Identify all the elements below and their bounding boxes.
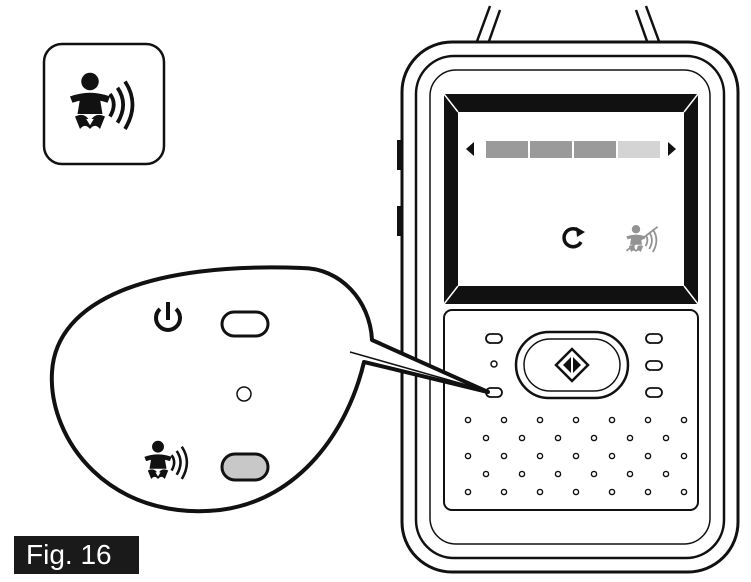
sensor-dot-enlarged [236,386,252,402]
callout-magnifier [49,265,490,514]
grille-hole [464,416,472,424]
grille-hole [554,470,562,478]
level-segment [486,141,528,158]
grille-hole [536,416,544,424]
grille-hole [536,488,544,496]
grille-hole [662,470,670,478]
side-button-upper [397,140,403,170]
power-led-small [485,333,503,344]
grille-hole [626,434,634,442]
navigation-button [514,330,630,400]
figure-label: Fig. 16 [14,536,139,574]
sound-activation-icon-tile [42,42,166,166]
grille-hole [662,434,670,442]
grille-hole [572,488,580,496]
grille-hole [626,470,634,478]
grille-hole [608,452,616,460]
sound-led-enlarged [220,452,270,482]
grille-hole [644,452,652,460]
grille-hole [482,434,490,442]
arrow-right-icon [668,142,676,156]
grille-hole [482,470,490,478]
power-icon [154,302,182,332]
grille-hole [608,416,616,424]
control-panel [443,309,699,511]
grille-hole [554,434,562,442]
level-segment [530,141,572,158]
level-segment [574,141,616,158]
grille-hole [680,488,688,496]
grille-hole [500,416,508,424]
speaker-grille [464,416,688,496]
grille-hole [536,452,544,460]
grille-hole [500,488,508,496]
grille-hole [518,470,526,478]
diamond-nav-icon [554,347,590,383]
strap [474,5,662,45]
grille-hole [572,416,580,424]
level-indicator [466,141,676,158]
grille-hole [590,434,598,442]
grille-hole [680,452,688,460]
arrow-left-icon [466,142,474,156]
sensor-dot-small [490,360,498,368]
grille-hole [572,452,580,460]
grille-hole [644,416,652,424]
right-button-2 [645,360,663,371]
grille-hole [608,488,616,496]
grille-hole [680,416,688,424]
baby-sound-off-icon [625,225,659,253]
grille-hole [464,488,472,496]
screen [443,93,699,305]
grille-hole [464,452,472,460]
power-led-enlarged [220,310,270,338]
right-button-1 [645,333,663,344]
level-segment [618,141,660,158]
refresh-icon [562,227,585,249]
right-button-3 [645,387,663,398]
grille-hole [500,452,508,460]
side-button-lower [397,206,403,236]
grille-hole [590,470,598,478]
grille-hole [518,434,526,442]
grille-hole [644,488,652,496]
